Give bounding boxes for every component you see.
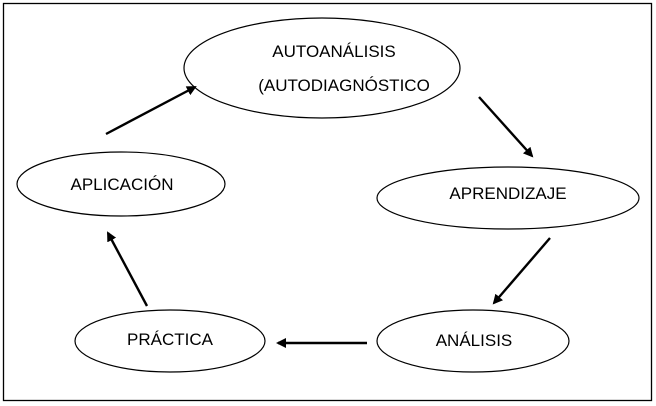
node-autoanalisis-label-line2: (AUTODIAGNÓSTICO: [258, 76, 430, 95]
node-autoanalisis-shape: [183, 17, 461, 119]
node-aplicacion: APLICACIÓN: [16, 151, 226, 217]
node-practica: PRÁCTICA: [74, 309, 266, 373]
arrow-practica-to-aplicacion: [106, 231, 149, 307]
node-autoanalisis: AUTOANÁLISIS (AUTODIAGNÓSTICO: [183, 17, 461, 119]
node-aprendizaje: APRENDIZAJE: [376, 166, 640, 230]
node-autoanalisis-label-line1: AUTOANÁLISIS: [272, 42, 395, 61]
node-aplicacion-shape: [16, 151, 226, 217]
node-aprendizaje-shape: [376, 166, 640, 230]
node-aprendizaje-label: APRENDIZAJE: [449, 184, 566, 203]
edges: [105, 85, 551, 348]
arrow-aprendizaje-to-analisis: [492, 237, 551, 305]
node-practica-label: PRÁCTICA: [127, 330, 214, 349]
node-aplicacion-label: APLICACIÓN: [71, 175, 174, 194]
node-analisis-label: ANÁLISIS: [436, 331, 513, 350]
arrow-aplicacion-to-autoanalisis: [105, 85, 197, 136]
arrow-autoanalisis-to-aprendizaje: [478, 96, 534, 158]
node-analisis: ANÁLISIS: [376, 309, 570, 373]
node-practica-shape: [74, 309, 266, 373]
node-analisis-shape: [376, 309, 570, 373]
